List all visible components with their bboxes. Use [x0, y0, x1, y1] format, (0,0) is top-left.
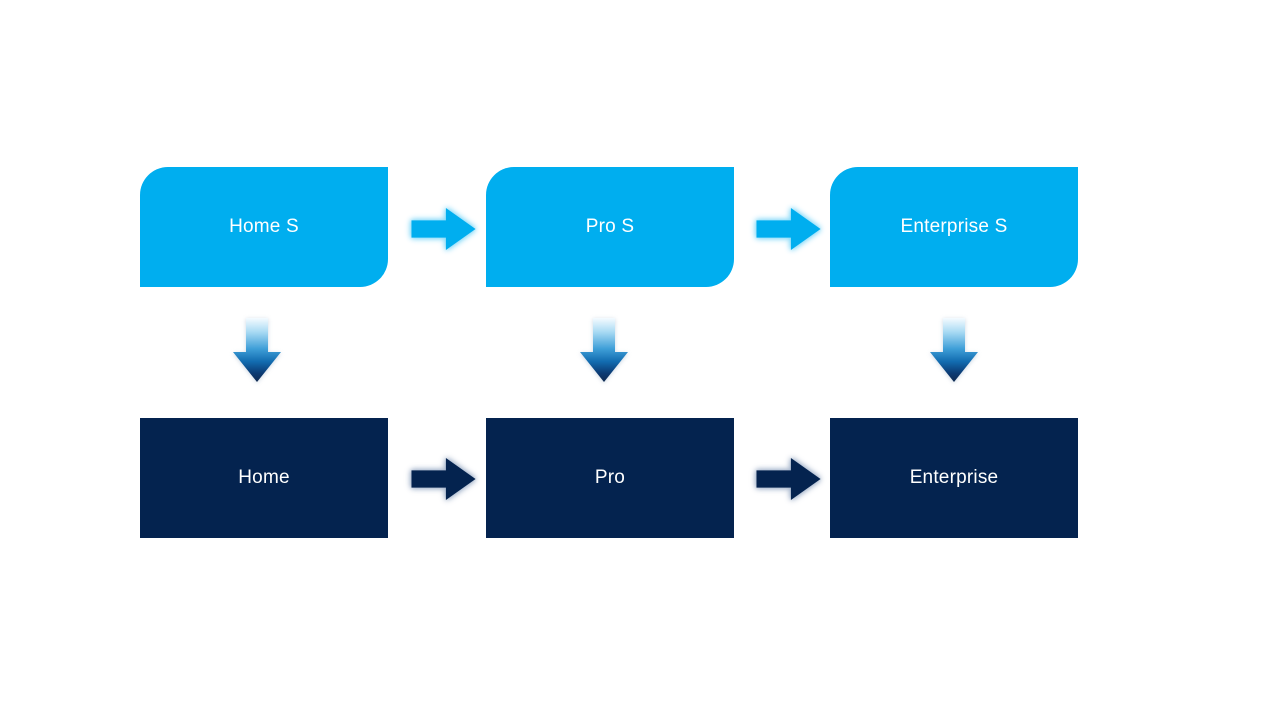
box-home-s-label: Home S	[229, 216, 299, 237]
box-home-s: Home S	[140, 167, 388, 287]
box-enterprise: Enterprise	[830, 418, 1078, 538]
right-arrow-icon	[756, 207, 821, 251]
box-enterprise-label: Enterprise	[909, 467, 999, 488]
down-arrow-icon	[233, 318, 281, 382]
right-arrow-icon	[411, 207, 476, 251]
right-arrow-icon	[756, 457, 821, 501]
box-enterprise-s: Enterprise S	[830, 167, 1078, 287]
box-home: Home	[140, 418, 388, 538]
down-arrow-icon	[580, 318, 628, 382]
right-arrow-icon	[411, 457, 476, 501]
box-pro: Pro	[486, 418, 734, 538]
box-enterprise-s-label: Enterprise S	[900, 216, 1008, 237]
down-arrow-icon	[930, 318, 978, 382]
box-pro-label: Pro	[594, 467, 626, 488]
box-home-label: Home	[238, 467, 290, 488]
box-pro-s: Pro S	[486, 167, 734, 287]
box-pro-s-label: Pro S	[585, 216, 635, 237]
